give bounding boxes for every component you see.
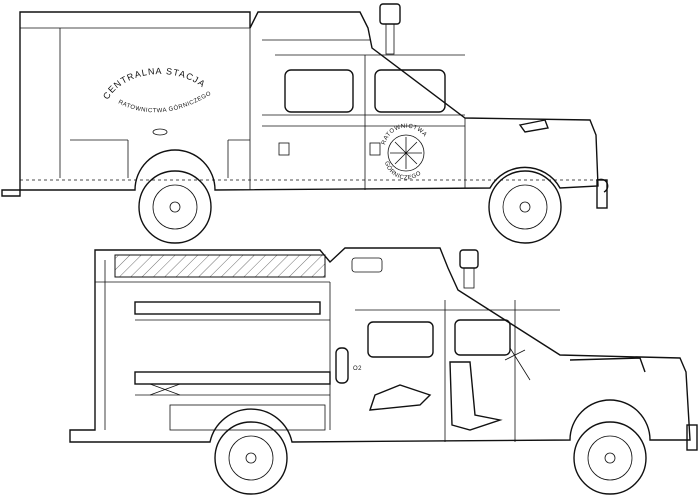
lower-stretcher <box>134 371 331 385</box>
rear-door-window <box>284 69 354 113</box>
upper-stretcher <box>134 301 321 315</box>
rear-seat <box>368 384 432 411</box>
top-body-outline <box>19 11 599 191</box>
cylinder-label: O2 <box>353 366 362 372</box>
body-lettering-bottom: RATOWNICTWA GÓRNICZEGO <box>117 91 212 115</box>
beacon-light-icon <box>459 249 479 269</box>
storage-rack <box>114 254 326 278</box>
beacon-light-icon <box>379 3 401 25</box>
bottom-body-outline <box>69 247 691 443</box>
interior-cutaway-view: O2 <box>69 247 698 495</box>
top-rear-wheel <box>138 170 212 244</box>
driver-seat <box>449 361 503 431</box>
body-lettering-top: CENTRALNA STACJA <box>101 66 208 101</box>
oxygen-cylinder <box>335 347 349 384</box>
top-front-wheel <box>488 170 562 244</box>
front-door-window <box>374 69 446 113</box>
bottom-front-wheel <box>573 421 647 495</box>
bottom-rear-wheel <box>214 421 288 495</box>
rescue-emblem-icon <box>387 134 425 172</box>
front-bumper <box>686 424 698 451</box>
exterior-side-view: CENTRALNA STACJA RATOWNICTWA GÓRNICZEGO … <box>1 3 609 244</box>
